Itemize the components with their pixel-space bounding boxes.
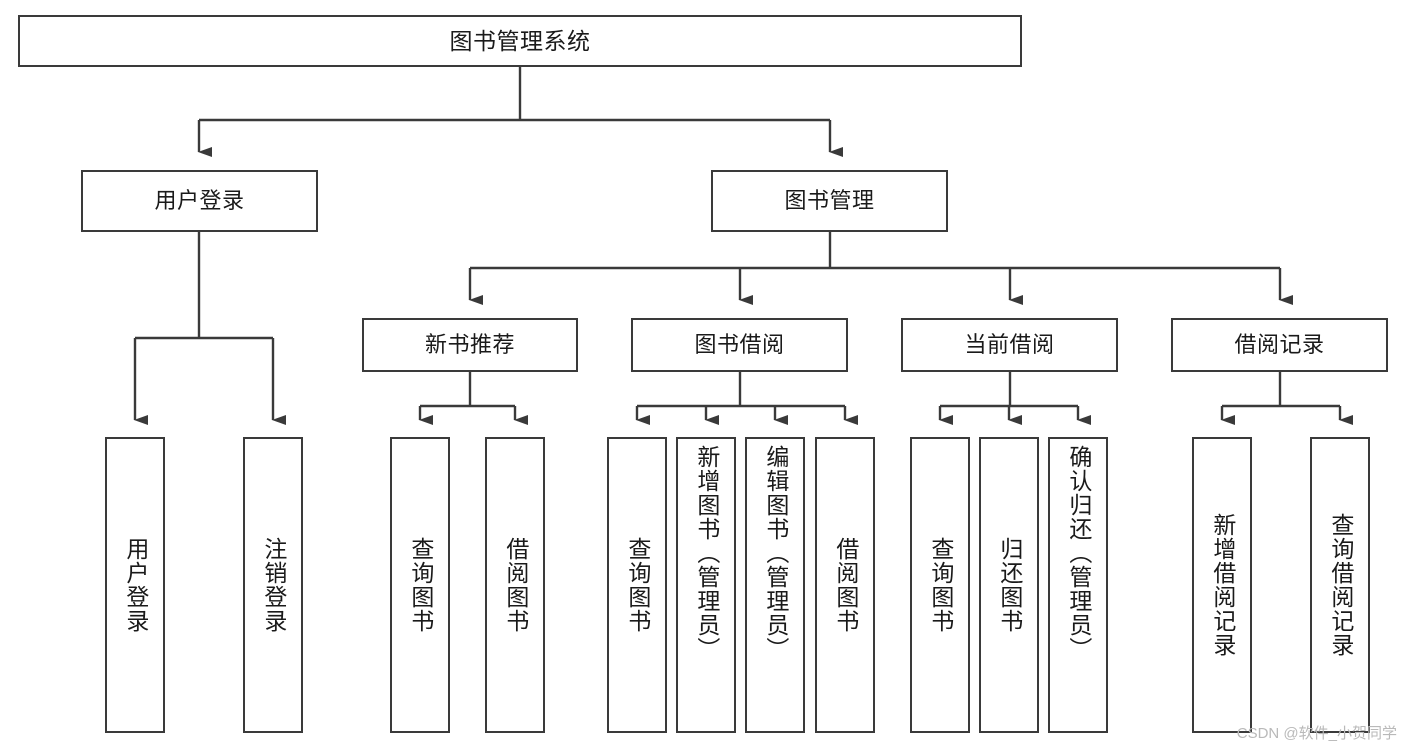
leaf-add-borrow-record[interactable]: 新增借阅记录: [1192, 437, 1252, 733]
leaf-borrow-book[interactable]: 借阅图书: [815, 437, 875, 733]
leaf-query-book-current[interactable]: 查询图书: [910, 437, 970, 733]
leaf-query-borrow-record[interactable]: 查询借阅记录: [1310, 437, 1370, 733]
node-label: 图书管理系统: [449, 27, 591, 54]
leaf-query-book-recommend[interactable]: 查询图书: [390, 437, 450, 733]
node-label: 用户登录: [122, 537, 149, 633]
node-label: 查询图书: [927, 537, 954, 633]
node-label: 新书推荐: [424, 332, 515, 358]
node-label: 注销登录: [260, 537, 287, 633]
node-borrow-record[interactable]: 借阅记录: [1171, 318, 1388, 372]
node-label: 借阅图书: [832, 537, 859, 633]
leaf-confirm-return-admin[interactable]: 确认归还（管理员）: [1048, 437, 1108, 733]
node-label: 编辑图书（管理员）: [762, 445, 789, 661]
node-label: 新增图书（管理员）: [693, 445, 720, 661]
leaf-logout[interactable]: 注销登录: [243, 437, 303, 733]
node-label: 查询图书: [624, 537, 651, 633]
node-label: 图书管理: [784, 188, 875, 214]
node-label: 查询图书: [407, 537, 434, 633]
leaf-return-book[interactable]: 归还图书: [979, 437, 1039, 733]
node-new-book-recommend[interactable]: 新书推荐: [362, 318, 578, 372]
node-label: 用户登录: [154, 188, 245, 214]
node-label: 当前借阅: [964, 332, 1055, 358]
leaf-user-login[interactable]: 用户登录: [105, 437, 165, 733]
node-label: 借阅图书: [502, 537, 529, 633]
leaf-query-book-borrow[interactable]: 查询图书: [607, 437, 667, 733]
node-label: 查询借阅记录: [1327, 513, 1354, 657]
leaf-edit-book-admin[interactable]: 编辑图书（管理员）: [745, 437, 805, 733]
node-label: 图书借阅: [694, 332, 785, 358]
node-root-system[interactable]: 图书管理系统: [18, 15, 1022, 67]
node-label: 新增借阅记录: [1209, 513, 1236, 657]
leaf-borrow-book-recommend[interactable]: 借阅图书: [485, 437, 545, 733]
leaf-add-book-admin[interactable]: 新增图书（管理员）: [676, 437, 736, 733]
node-label: 确认归还（管理员）: [1065, 445, 1092, 661]
node-book-management[interactable]: 图书管理: [711, 170, 948, 232]
node-current-borrow[interactable]: 当前借阅: [901, 318, 1118, 372]
node-label: 借阅记录: [1234, 332, 1325, 358]
node-book-borrow[interactable]: 图书借阅: [631, 318, 848, 372]
node-label: 归还图书: [996, 537, 1023, 633]
node-user-login[interactable]: 用户登录: [81, 170, 318, 232]
watermark: CSDN @软件_小贺同学: [1236, 725, 1397, 742]
